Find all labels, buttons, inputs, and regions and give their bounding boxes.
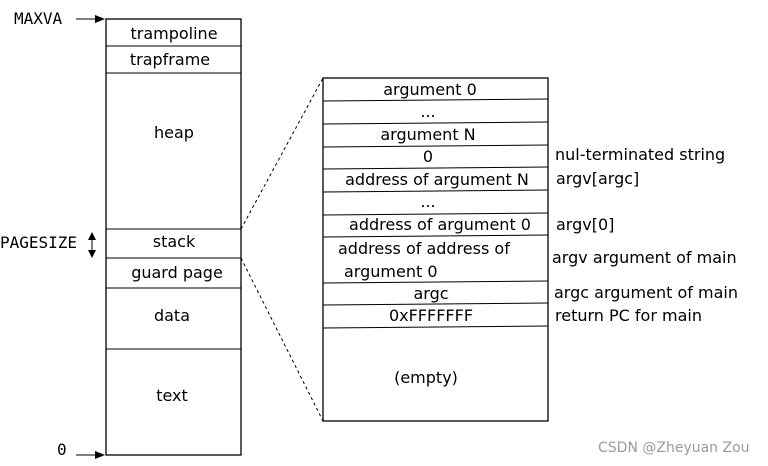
row-address-of-address-line1: address of address of <box>338 239 510 258</box>
stack-detail-box <box>322 77 549 422</box>
row-empty: (empty) <box>394 368 458 387</box>
row-ellipsis-1: ... <box>420 102 435 121</box>
segment-stack: stack <box>153 232 196 251</box>
zero-label: 0 <box>57 440 67 459</box>
row-null: 0 <box>423 147 433 166</box>
row-address-of-address-line2: argument 0 <box>344 262 438 281</box>
watermark: CSDN @Zheyuan Zou <box>598 440 750 456</box>
annotations: nul-terminated string argv[argc] argv[0]… <box>552 145 738 325</box>
annotation-argv-main: argv argument of main <box>552 248 737 267</box>
maxva-label: MAXVA <box>14 9 63 28</box>
segment-trapframe: trapframe <box>130 50 210 69</box>
stack-detail-column: argument 0 ... argument N 0 address of a… <box>322 77 549 422</box>
annotation-argv-0: argv[0] <box>556 215 614 234</box>
annotation-nul-terminated: nul-terminated string <box>555 145 725 164</box>
segment-text: text <box>156 386 188 405</box>
row-return-pc: 0xFFFFFFF <box>389 306 473 325</box>
address-labels: MAXVA 0 PAGESIZE <box>0 9 105 459</box>
segment-guard-page: guard page <box>131 263 223 282</box>
annotation-argc-main: argc argument of main <box>554 283 738 302</box>
segment-trampoline: trampoline <box>130 24 217 43</box>
row-argument-n: argument N <box>380 125 475 144</box>
double-arrow-icon <box>88 232 96 258</box>
annotation-return-pc: return PC for main <box>555 306 702 325</box>
row-address-argument-n: address of argument N <box>345 170 529 189</box>
row-argc: argc <box>413 284 448 303</box>
segment-heap: heap <box>154 123 194 142</box>
zoom-line-bottom <box>240 257 324 422</box>
pagesize-label: PAGESIZE <box>0 233 77 252</box>
zoom-line-top <box>240 77 324 230</box>
address-space-box <box>105 18 242 456</box>
row-argument-0: argument 0 <box>383 80 477 99</box>
row-address-argument-0: address of argument 0 <box>349 215 531 234</box>
annotation-argv-argc: argv[argc] <box>556 169 639 188</box>
segment-data: data <box>154 306 190 325</box>
address-space-column: trampoline trapframe heap stack guard pa… <box>105 18 242 456</box>
row-ellipsis-2: ... <box>420 192 435 211</box>
